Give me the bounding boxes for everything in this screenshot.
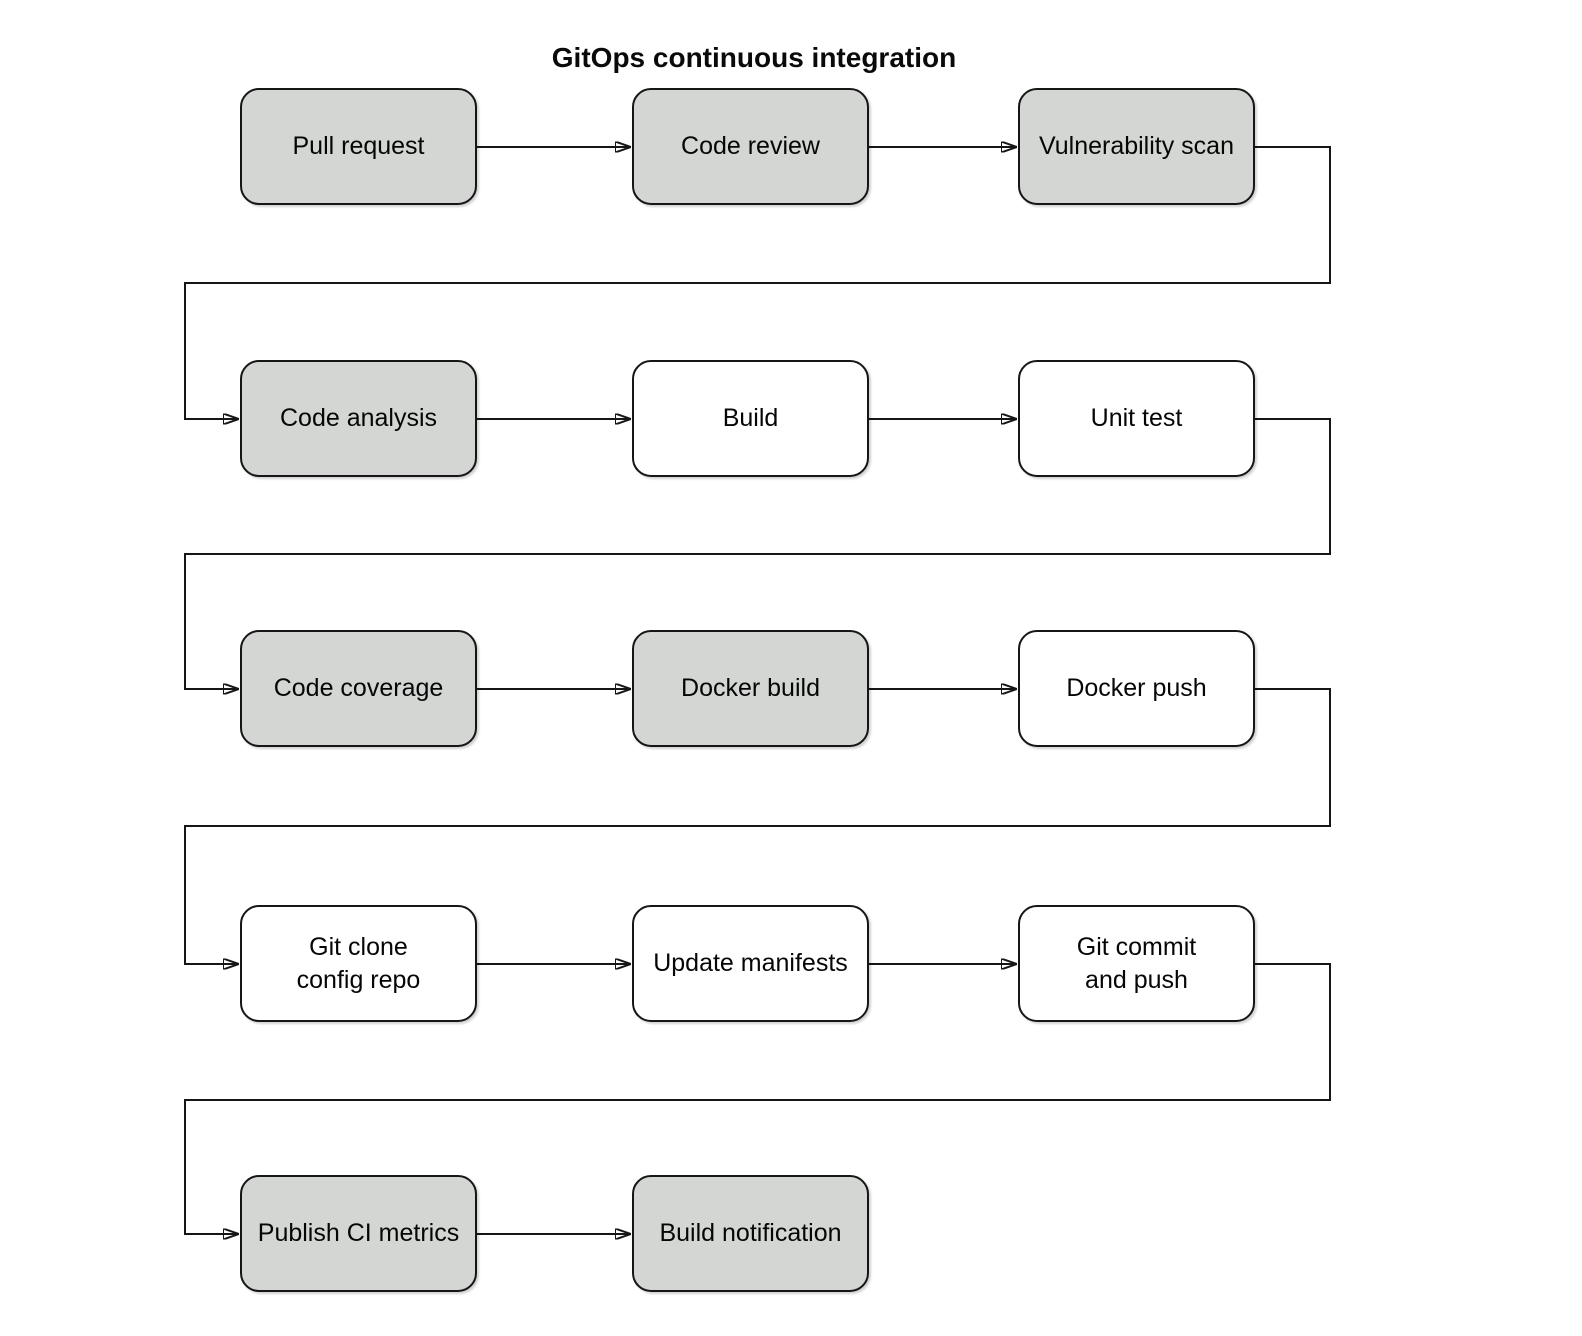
node-update-manifests: Update manifests <box>632 905 869 1022</box>
node-unit-test: Unit test <box>1018 360 1255 477</box>
edge-docker-push-git-clone-config-repo <box>184 688 1331 964</box>
node-code-coverage: Code coverage <box>240 630 477 747</box>
node-code-review: Code review <box>632 88 869 205</box>
node-docker-push: Docker push <box>1018 630 1255 747</box>
node-docker-build: Docker build <box>632 630 869 747</box>
node-build: Build <box>632 360 869 477</box>
edge-vulnerability-scan-code-analysis <box>184 146 1331 419</box>
node-git-clone-config-repo: Git clone config repo <box>240 905 477 1022</box>
diagram-title: GitOps continuous integration <box>551 42 957 73</box>
node-build-notification: Build notification <box>632 1175 869 1292</box>
node-code-analysis: Code analysis <box>240 360 477 477</box>
node-git-commit-and-push: Git commit and push <box>1018 905 1255 1022</box>
node-pull-request: Pull request <box>240 88 477 205</box>
node-vulnerability-scan: Vulnerability scan <box>1018 88 1255 205</box>
edge-git-commit-and-push-publish-ci-metrics <box>184 963 1331 1234</box>
node-publish-ci-metrics: Publish CI metrics <box>240 1175 477 1292</box>
edge-unit-test-code-coverage <box>184 418 1331 689</box>
